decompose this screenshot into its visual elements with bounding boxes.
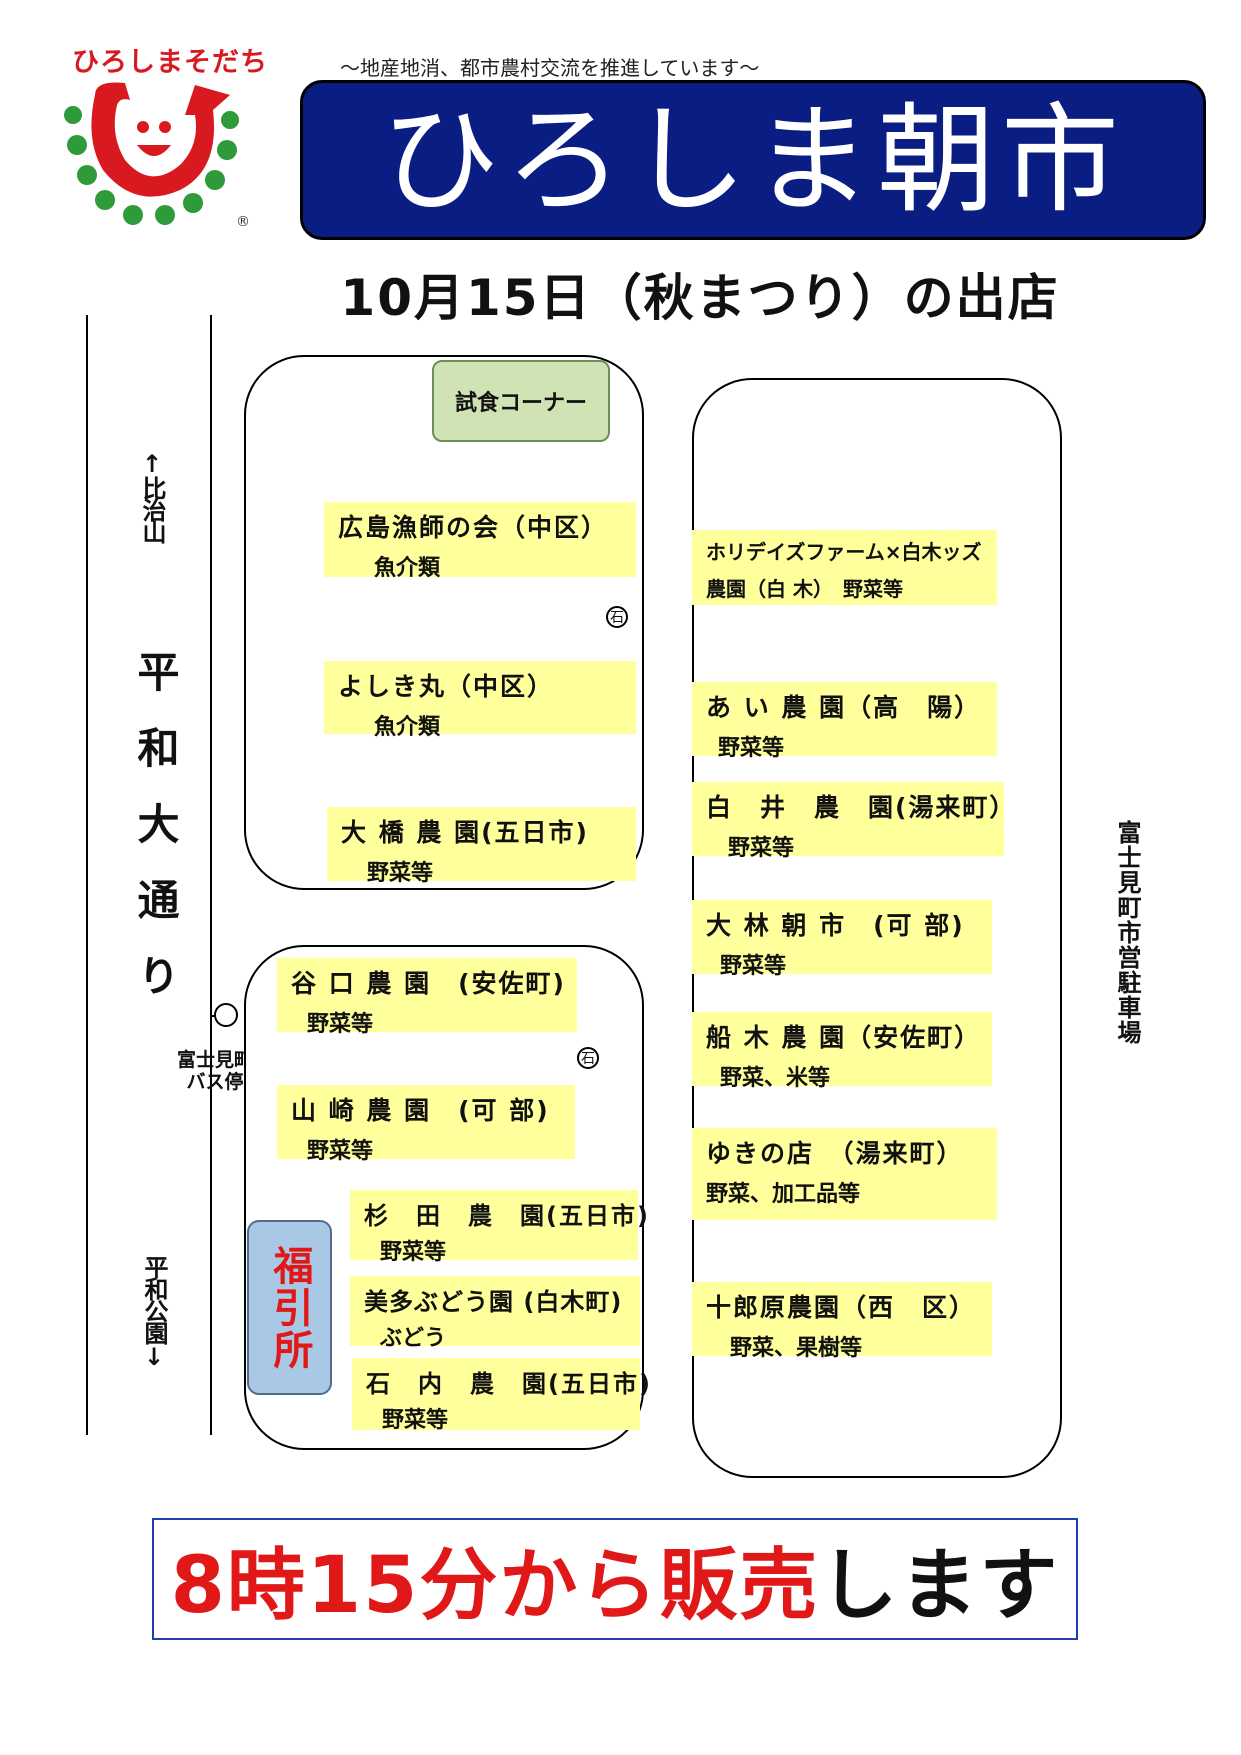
lottery-booth: 福引所 xyxy=(247,1220,332,1395)
page-title: ひろしま朝市 xyxy=(380,91,1125,229)
direction-south: 平和公園↓ xyxy=(140,1255,168,1369)
title-banner: ひろしま朝市 xyxy=(300,80,1206,240)
stall-name: 大 橋 農 園(五日市) xyxy=(341,818,589,847)
stall: あ い 農 園（高 陽） 野菜等 xyxy=(692,682,997,761)
stall: 広島漁師の会（中区） 魚介類 xyxy=(324,502,636,581)
stall-name: 杉 田 農 園(五日市) xyxy=(364,1202,650,1230)
stall-name: 十郎原農園（西 区） xyxy=(706,1293,977,1322)
street-line-left xyxy=(86,315,88,1435)
stall-products: 野菜等 xyxy=(307,1012,374,1037)
stall-name: 石 内 農 園(五日市) xyxy=(366,1370,652,1398)
direction-north: ↑比治山 xyxy=(138,450,166,542)
stall-name: よしき丸（中区） xyxy=(338,672,555,701)
stall-products: 野菜、果樹等 xyxy=(730,1336,863,1361)
stall: 十郎原農園（西 区） 野菜、果樹等 xyxy=(692,1282,992,1361)
stall-products: 野菜等 xyxy=(307,1139,374,1164)
stall-products: 野菜等 xyxy=(367,861,434,886)
stall-products: 野菜、米等 xyxy=(720,1066,831,1091)
stall-name: ゆきの店 （湯来町） xyxy=(706,1139,964,1168)
registered-mark: ® xyxy=(236,214,250,230)
stall: 船 木 農 園（安佐町） 野菜、米等 xyxy=(692,1012,992,1091)
stall: よしき丸（中区） 魚介類 xyxy=(324,661,636,740)
stall-name: 美多ぶどう園 (白木町) xyxy=(364,1288,623,1316)
stall-products: 農園（白 木） 野菜等 xyxy=(706,577,903,601)
stall-name: 広島漁師の会（中区） xyxy=(338,513,609,542)
stall-products: 野菜等 xyxy=(720,954,787,979)
bus-stop-label: 富士見町バス停 xyxy=(176,1049,253,1093)
stall-name: 山 崎 農 園 (可 部) xyxy=(291,1096,550,1125)
stall-name: 大 林 朝 市 (可 部) xyxy=(706,911,965,940)
event-date: 10月15日（秋まつり）の出店 xyxy=(340,269,1060,327)
stall-name: 谷 口 農 園 (安佐町) xyxy=(291,969,566,998)
sale-notice: 8時15分から販売します xyxy=(152,1518,1078,1640)
street-name: 平和大通り xyxy=(131,650,180,1030)
stall: 谷 口 農 園 (安佐町) 野菜等 xyxy=(277,958,577,1037)
stone-marker: 石 xyxy=(577,1047,599,1069)
stone-marker: 石 xyxy=(606,606,628,628)
stall: 山 崎 農 園 (可 部) 野菜等 xyxy=(277,1085,575,1164)
sale-text: 8時15分から販売します xyxy=(171,1523,1060,1635)
stall: 美多ぶどう園 (白木町) ぶどう xyxy=(350,1276,640,1351)
stall-products: 野菜、加工品等 xyxy=(706,1182,861,1207)
lottery-label: 福引所 xyxy=(266,1244,313,1371)
stall-products: 魚介類 xyxy=(374,715,441,740)
stall: 石 内 農 園(五日市) 野菜等 xyxy=(352,1358,652,1433)
parking-label: 富士見町市営駐車場 xyxy=(1113,820,1141,1045)
tasting-corner: 試食コーナー xyxy=(432,360,610,442)
stall-products: 野菜等 xyxy=(380,1240,447,1265)
stall: ホリデイズファーム×白木ッズ 農園（白 木） 野菜等 xyxy=(692,530,997,605)
stall: 大 林 朝 市 (可 部) 野菜等 xyxy=(692,900,992,979)
stall: 大 橋 農 園(五日市) 野菜等 xyxy=(327,807,636,886)
stall-products: 野菜等 xyxy=(728,836,795,861)
block-left-upper xyxy=(244,355,644,890)
stall-name: 船 木 農 園（安佐町） xyxy=(706,1023,982,1052)
stall: 白 井 農 園(湯来町） 野菜等 xyxy=(692,782,1017,861)
stall: 杉 田 農 園(五日市) 野菜等 xyxy=(350,1190,650,1265)
subtitle: ～地産地消、都市農村交流を推進しています～ xyxy=(340,56,760,80)
sale-time: 8時15分から販売 xyxy=(170,1541,820,1631)
logo-text: ひろしまそだち xyxy=(72,47,268,78)
stall-name: 白 井 農 園(湯来町） xyxy=(706,793,1017,822)
stall-products: 野菜等 xyxy=(718,736,785,761)
bus-stop-icon xyxy=(214,1003,238,1027)
hiroshima-sodachi-logo xyxy=(64,82,239,225)
stall-name: ホリデイズファーム×白木ッズ xyxy=(706,540,982,564)
stall-products: 野菜等 xyxy=(382,1408,449,1433)
stall-name: あ い 農 園（高 陽） xyxy=(706,693,982,722)
sale-suffix: します xyxy=(819,1541,1060,1631)
stall-products: ぶどう xyxy=(380,1326,447,1351)
stall-products: 魚介類 xyxy=(374,556,441,581)
stall: ゆきの店 （湯来町） 野菜、加工品等 xyxy=(692,1128,997,1220)
street-line-right xyxy=(210,315,212,1435)
